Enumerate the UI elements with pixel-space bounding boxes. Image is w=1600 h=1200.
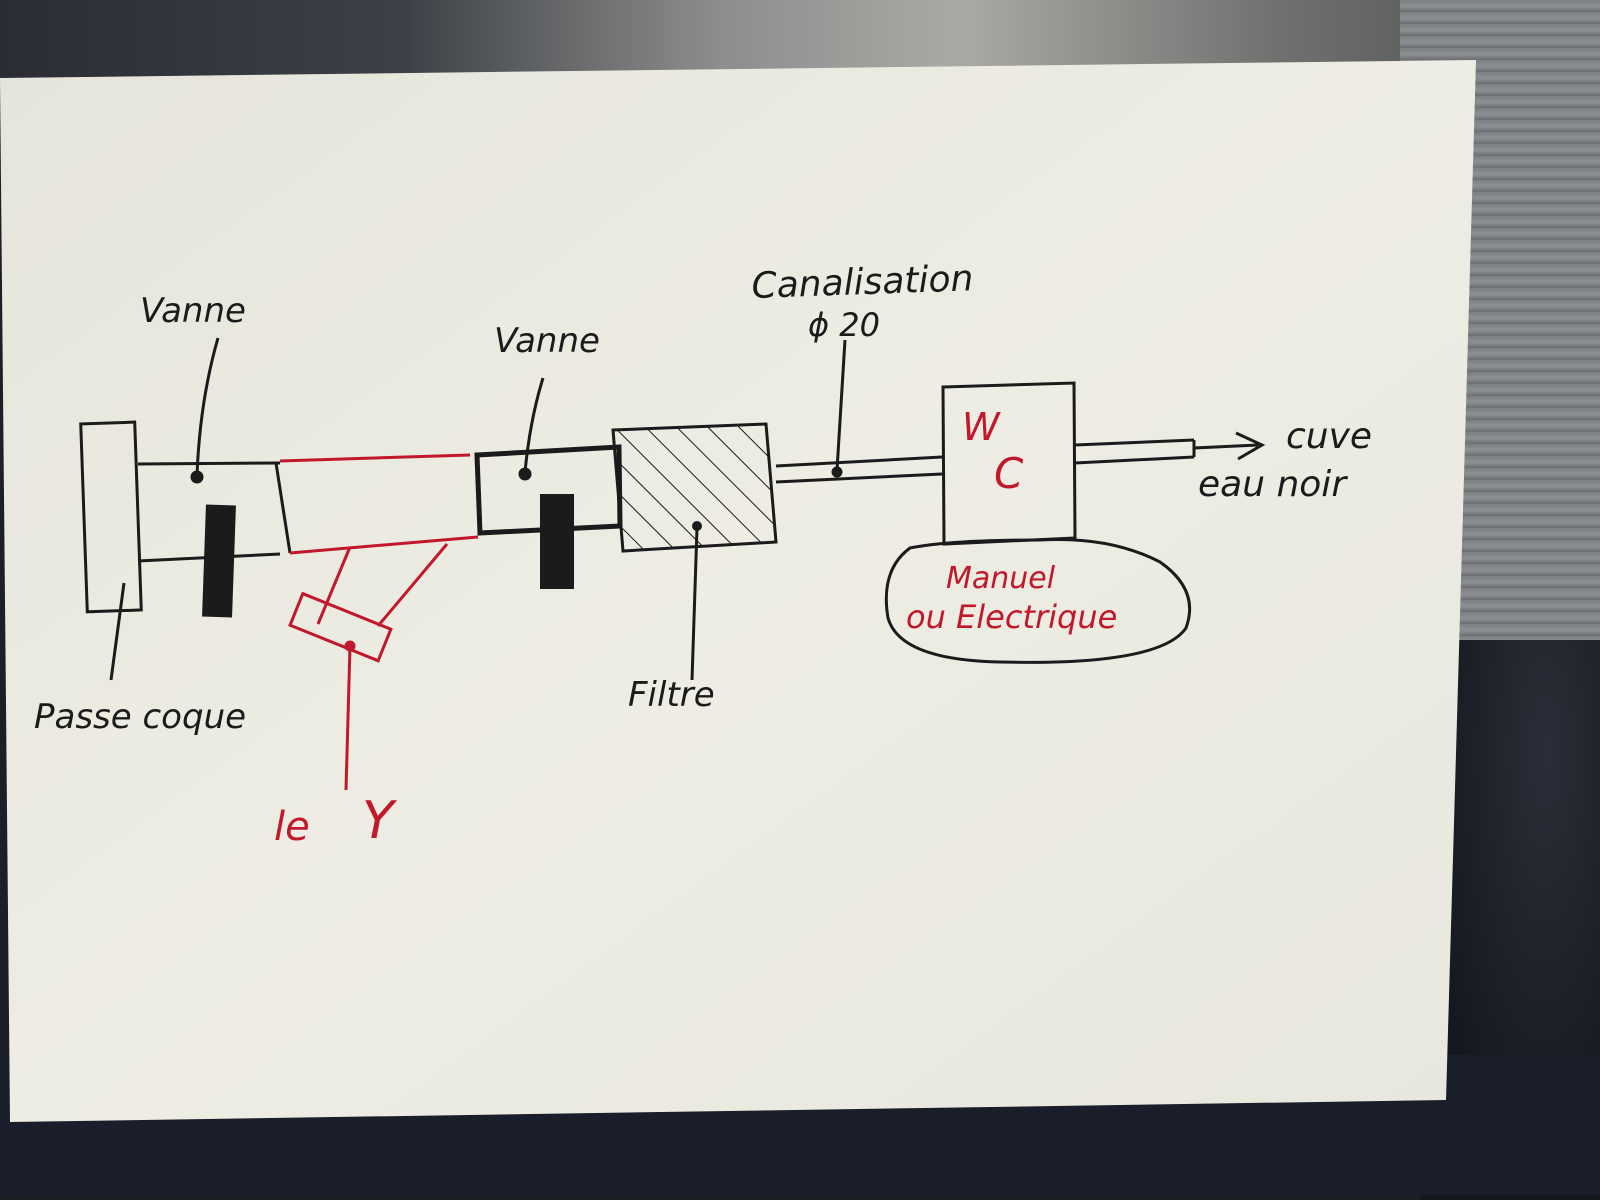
label-wc-w: W [962,405,1001,449]
label-cuve: cuve [1286,416,1372,457]
wc-box [941,381,1077,546]
passe-coque-fitting [79,420,143,681]
label-eau-noir: eau noir [1198,464,1348,505]
label-wc-c: C [994,449,1024,498]
label-manuel: Manuel [946,561,1056,596]
label-canalisation: Canalisation [751,258,974,307]
output-pipe-arrow [1074,431,1266,465]
filtre-box [611,422,778,681]
valve-handle-left [202,504,236,618]
label-vanne-left: Vanne [140,291,246,331]
valve-handle-right [540,494,574,589]
vanne-left-leader [190,337,220,484]
manuel-electrique-oval [884,538,1192,664]
paper-sheet [0,60,1476,1122]
label-y: Y [362,791,398,851]
vanne-right-leader [518,377,545,481]
label-vanne-right: Vanne [494,321,600,361]
y-strainer-body [279,453,479,791]
label-filtre: Filtre [628,675,715,715]
label-le: le [274,804,310,850]
label-ou-electrique: ou Electrique [906,598,1117,636]
label-passe-coque: Passe coque [34,697,246,737]
canalisation-pipe [775,339,943,484]
label-diameter: ϕ 20 [808,306,880,344]
